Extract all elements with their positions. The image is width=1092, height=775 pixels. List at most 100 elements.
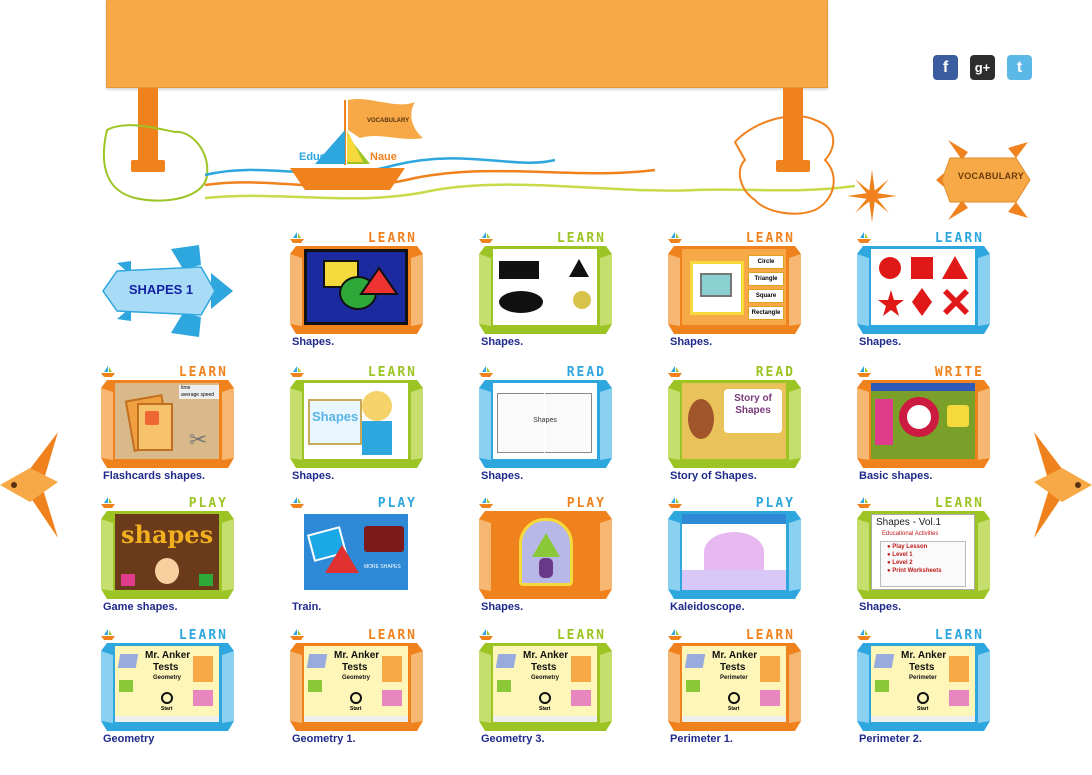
tile-boat-icons <box>668 232 682 243</box>
tile-activity-tag: WRITE <box>934 365 984 380</box>
activity-tile[interactable]: LEARN Shapes. <box>290 231 425 350</box>
tile-boat-icons <box>290 497 304 508</box>
tile-caption-link[interactable]: Shapes. <box>859 601 902 613</box>
tile-activity-tag: LEARN <box>367 365 417 380</box>
tile-caption-link[interactable]: Train. <box>292 601 322 613</box>
activity-tile[interactable]: LEARN Mr. Anker Tests Geometry Start Geo… <box>290 628 425 747</box>
activity-tile[interactable]: LEARN Shapes. <box>857 231 992 350</box>
boat-hull <box>290 168 405 190</box>
tile-thumbnail[interactable]: Mr. Anker Tests Geometry Start <box>304 646 408 722</box>
tile-caption-link[interactable]: Story of Shapes. <box>670 470 757 482</box>
wave-green <box>204 183 855 200</box>
tile-boat-icons <box>479 629 493 640</box>
facebook-icon[interactable]: f <box>933 55 958 80</box>
left-island <box>102 124 209 202</box>
tile-activity-tag: LEARN <box>745 628 795 643</box>
activity-tile[interactable]: LEARN Mr. Anker Tests Geometry Start Geo… <box>479 628 614 747</box>
tile-thumbnail[interactable]: Mr. Anker Tests Perimeter Start <box>682 646 786 722</box>
right-island <box>733 115 835 215</box>
tile-caption-link[interactable]: Shapes. <box>292 336 335 348</box>
tile-thumbnail[interactable]: Shapes <box>493 383 597 459</box>
banner-post-right-base <box>776 160 810 172</box>
activity-tile[interactable]: PLAY Shapes. <box>479 496 614 615</box>
shapes-category-label: SHAPES 1 <box>128 282 194 297</box>
activity-tile[interactable]: LEARN Mr. Anker Tests Geometry Start Geo… <box>101 628 236 747</box>
tile-activity-tag: LEARN <box>367 628 417 643</box>
tile-caption-link[interactable]: Kaleidoscope. <box>670 601 745 613</box>
vocabulary-turtle-icon[interactable] <box>936 138 1032 222</box>
tile-thumbnail[interactable]: MORE SHAPES <box>304 514 408 590</box>
fish-right-icon[interactable] <box>1030 430 1092 540</box>
tile-boat-icons <box>857 629 871 640</box>
tile-boat-icons <box>101 629 115 640</box>
tile-caption-link[interactable]: Shapes. <box>481 336 524 348</box>
boat-flag <box>348 98 423 139</box>
tile-thumbnail[interactable]: Mr. Anker Tests Geometry Start <box>493 646 597 722</box>
tile-thumbnail[interactable] <box>304 249 408 325</box>
tile-boat-icons <box>857 232 871 243</box>
tile-activity-tag: READ <box>566 365 606 380</box>
tile-thumbnail[interactable]: shapes <box>115 514 219 590</box>
tile-thumbnail[interactable] <box>493 249 597 325</box>
svg-text:VOCABULARY: VOCABULARY <box>367 118 409 124</box>
tile-activity-tag: LEARN <box>178 628 228 643</box>
tile-thumbnail[interactable]: Story of Shapes <box>682 383 786 459</box>
activity-tile[interactable]: PLAY Kaleidoscope. <box>668 496 803 615</box>
fish-left-icon[interactable] <box>0 430 62 540</box>
vocabulary-turtle-label[interactable]: VOCABULARY <box>957 171 1025 181</box>
tile-caption-link[interactable]: Perimeter 1. <box>670 733 733 745</box>
google-plus-icon[interactable]: g+ <box>970 55 995 80</box>
banner-post-left-base <box>131 160 165 172</box>
tile-caption-link[interactable]: Shapes. <box>481 601 524 613</box>
tile-thumbnail[interactable]: Mr. Anker Tests Perimeter Start <box>871 646 975 722</box>
tile-caption-link[interactable]: Shapes. <box>859 336 902 348</box>
tile-thumbnail[interactable]: Shapes - Vol.1 Educational Activities ● … <box>871 514 975 590</box>
banner-post-right <box>783 88 803 166</box>
activity-tile[interactable]: LEARN Mr. Anker Tests Perimeter Start Pe… <box>668 628 803 747</box>
tile-caption-link[interactable]: Basic shapes. <box>859 470 933 482</box>
activity-tile[interactable]: LEARN Mr. Anker Tests Perimeter Start Pe… <box>857 628 992 747</box>
tile-activity-tag: PLAY <box>566 496 606 511</box>
tile-activity-tag: READ <box>755 365 795 380</box>
activity-tile[interactable]: LEARN Shapes Shapes. <box>290 365 425 484</box>
tile-boat-icons <box>290 629 304 640</box>
tile-caption-link[interactable]: Game shapes. <box>103 601 178 613</box>
activity-tile[interactable]: PLAY MORE SHAPES Train. <box>290 496 425 615</box>
tile-caption-link[interactable]: Geometry <box>103 733 155 745</box>
tile-thumbnail[interactable] <box>493 514 597 590</box>
tile-caption-link[interactable]: Geometry 3. <box>481 733 545 745</box>
top-banner <box>106 0 828 88</box>
tile-thumbnail[interactable]: Mr. Anker Tests Geometry Start <box>115 646 219 722</box>
tile-caption-link[interactable]: Geometry 1. <box>292 733 356 745</box>
twitter-icon[interactable]: t <box>1007 55 1032 80</box>
boat-sail-blue <box>315 130 345 164</box>
activity-tile[interactable]: WRITE Basic shapes. <box>857 365 992 484</box>
tile-activity-tag: LEARN <box>178 365 228 380</box>
tile-caption-link[interactable]: Shapes. <box>292 470 335 482</box>
tile-activity-tag: PLAY <box>377 496 417 511</box>
activity-tile[interactable]: LEARN Shapes. <box>479 231 614 350</box>
activity-tile[interactable]: PLAY shapes Game shapes. <box>101 496 236 615</box>
tile-boat-icons <box>668 366 682 377</box>
tile-caption-link[interactable]: Flashcards shapes. <box>103 470 206 482</box>
tile-caption-link[interactable]: Shapes. <box>670 336 713 348</box>
tile-boat-icons <box>857 497 871 508</box>
tile-boat-icons <box>668 497 682 508</box>
tile-thumbnail[interactable] <box>871 249 975 325</box>
tile-thumbnail[interactable] <box>682 514 786 590</box>
tile-activity-tag: LEARN <box>934 231 984 246</box>
tile-boat-icons <box>101 366 115 377</box>
activity-tile[interactable]: LEARN Shapes - Vol.1 Educational Activit… <box>857 496 992 615</box>
tile-thumbnail[interactable]: Shapes <box>304 383 408 459</box>
tile-caption-link[interactable]: Shapes. <box>481 470 524 482</box>
tile-thumbnail[interactable] <box>871 383 975 459</box>
tile-caption-link[interactable]: Perimeter 2. <box>859 733 922 745</box>
tile-activity-tag: LEARN <box>556 231 606 246</box>
tile-boat-icons <box>857 366 871 377</box>
